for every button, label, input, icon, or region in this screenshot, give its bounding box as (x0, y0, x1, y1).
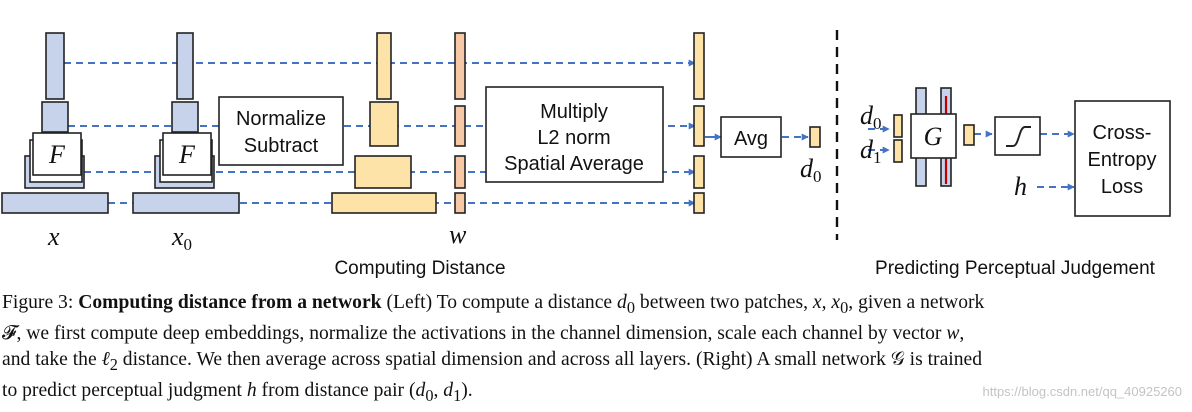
subtract-label: Subtract (244, 135, 319, 157)
avg-label: Avg (734, 128, 768, 150)
normalize-label: Normalize (236, 108, 326, 130)
norm-feature-l4 (331, 192, 437, 214)
d-inputs (893, 114, 903, 163)
layer-dist-4 (693, 192, 705, 214)
network-f-label: F (48, 140, 66, 169)
feature-x0-l4 (132, 192, 240, 214)
g-output (963, 124, 975, 146)
caption-bold-title: Computing distance from a network (78, 292, 382, 313)
w-vector-l4 (454, 192, 466, 214)
label-d0-input: d0 (860, 101, 882, 133)
d1-input (893, 139, 903, 163)
w-vector-l3 (454, 155, 466, 189)
network-x (1, 32, 109, 214)
feature-x0-l1 (176, 32, 194, 100)
network-x0-f (162, 132, 212, 176)
w-vector-l1 (454, 32, 466, 100)
g-box (910, 113, 957, 159)
multiply-label: Multiply (540, 101, 608, 123)
right-section-title: Predicting Perceptual Judgement (875, 258, 1156, 279)
spatial-average-label: Spatial Average (504, 153, 644, 175)
feature-x-l1 (45, 32, 65, 100)
label-d1-input: d1 (860, 135, 882, 167)
norm-feature-l2 (369, 101, 399, 147)
layer-distances (693, 32, 705, 214)
watermark-url: https://blog.csdn.net/qq_40925260 (982, 384, 1183, 399)
network-x-f (32, 132, 82, 176)
label-w: w (449, 220, 467, 249)
norm-feature-l1 (376, 32, 392, 100)
label-x0: x0 (171, 222, 192, 254)
loss-box (1074, 100, 1171, 217)
network-g (910, 87, 975, 187)
feature-x0-l2 (171, 101, 199, 133)
sigmoid-box (994, 116, 1041, 156)
loss-label-3: Loss (1101, 176, 1143, 198)
layer-dist-3 (693, 155, 705, 189)
w-vectors (454, 32, 466, 214)
normalized-features (331, 32, 437, 214)
w-vector-l2 (454, 105, 466, 147)
sigmoid-icon (1006, 126, 1031, 147)
label-d0-output: d0 (800, 154, 822, 186)
network-x0 (132, 32, 240, 214)
layer-dist-2 (693, 105, 705, 147)
label-h: h (1014, 172, 1027, 201)
network-g-label: G (924, 122, 943, 151)
left-section-title: Computing Distance (334, 258, 505, 279)
normalize-subtract-box (218, 96, 344, 166)
label-x: x (47, 222, 60, 251)
loss-label-1: Cross- (1093, 122, 1152, 144)
loss-label-2: Entropy (1088, 149, 1157, 171)
l2norm-label: L2 norm (537, 127, 610, 149)
caption-fig-label: Figure 3: (2, 292, 79, 313)
norm-feature-l3 (354, 155, 412, 189)
feature-x-l2 (41, 101, 69, 133)
figure-caption: Figure 3: Computing distance from a netw… (2, 292, 985, 405)
network-f-label: F (178, 140, 196, 169)
feature-x-l4 (1, 192, 109, 214)
layer-dist-1 (693, 32, 705, 100)
multiply-box (485, 86, 664, 183)
d0-output-box (809, 126, 821, 148)
avg-box (720, 116, 782, 158)
lpips-diagram: Normalize Subtract Multiply L2 norm Spat… (1, 30, 1171, 279)
d0-input (893, 114, 903, 138)
